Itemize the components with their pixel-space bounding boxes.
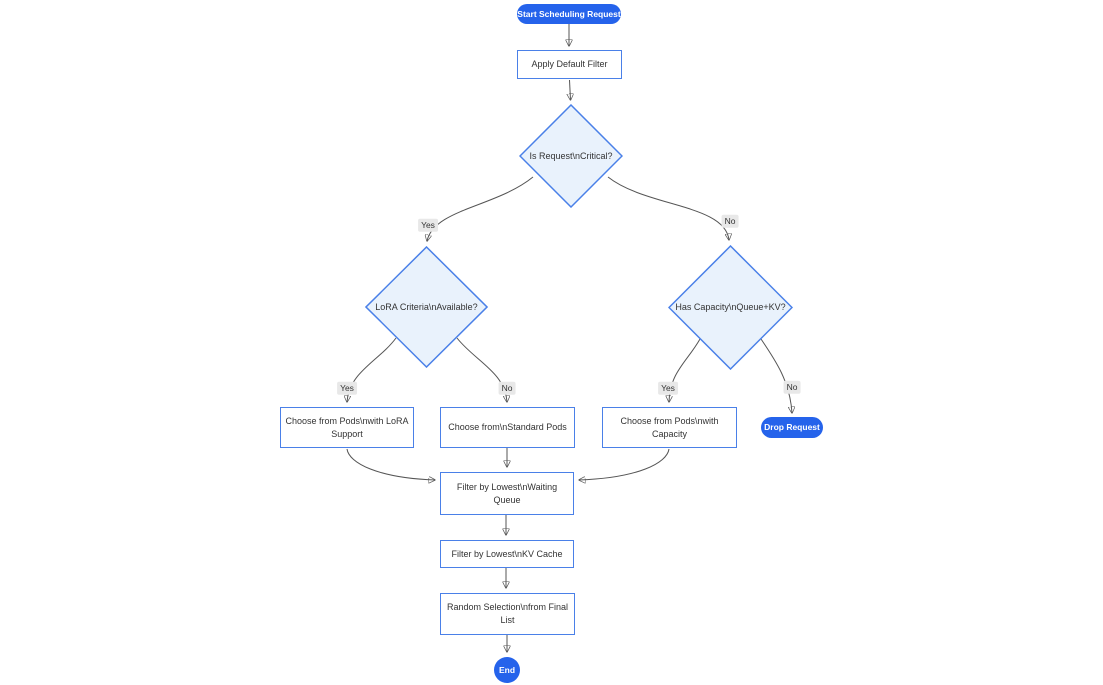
node-choose-pods-lora-support: Choose from Pods\nwith LoRA Support (280, 407, 414, 448)
edge-lora-to-filter (346, 448, 435, 480)
node-choose-pods-capacity: Choose from Pods\nwith Capacity (602, 407, 737, 448)
decision-is-request-critical-label: Is Request\nCritical? (529, 150, 613, 161)
edge-capacity-no (760, 338, 792, 413)
node-start: Start Scheduling Request (517, 4, 621, 24)
node-end: End (494, 657, 520, 683)
decision-is-request-critical: Is Request\nCritical? (519, 104, 623, 208)
node-end-label: End (498, 664, 516, 675)
node-choose-standard-pods-label: Choose from\nStandard Pods (448, 422, 567, 432)
node-choose-pods-capacity-label: Choose from Pods\nwith Capacity (620, 415, 719, 439)
diamond-shape (668, 245, 793, 370)
edge-label-lora-no: No (498, 381, 516, 395)
diamond-shape (519, 104, 623, 208)
edge-label-capacity-yes: Yes (658, 381, 678, 395)
node-filter-lowest-waiting-queue: Filter by Lowest\nWaiting Queue (440, 472, 574, 515)
edge-label-capacity-no: No (783, 380, 801, 394)
decision-has-capacity-queue-kv: Has Capacity\nQueue+KV? (668, 245, 793, 370)
decision-has-capacity-queue-kv-label: Has Capacity\nQueue+KV? (675, 302, 786, 312)
edge-apply-to-critical (570, 79, 571, 100)
node-filter-lowest-kv-cache: Filter by Lowest\nKV Cache (440, 540, 574, 568)
node-filter-lowest-kv-cache-label: Filter by Lowest\nKV Cache (451, 548, 563, 559)
edge-capacity-to-filter (579, 448, 670, 480)
edge-critical-no (607, 176, 729, 240)
edge-critical-yes (427, 176, 534, 241)
edge-label-lora-yes: Yes (337, 381, 357, 395)
node-random-selection-final-list: Random Selection\nfrom Final List (440, 593, 575, 635)
node-start-label: Start Scheduling Request (517, 8, 621, 19)
node-filter-lowest-waiting-queue-label: Filter by Lowest\nWaiting Queue (456, 481, 558, 505)
decision-lora-criteria-available-label: LoRA Criteria\nAvailable? (375, 301, 478, 312)
edge-label-critical-no: No (721, 214, 739, 228)
node-apply-default-filter-label: Apply Default Filter (531, 59, 608, 69)
node-choose-pods-lora-support-label: Choose from Pods\nwith LoRA Support (285, 415, 409, 439)
node-apply-default-filter: Apply Default Filter (517, 50, 622, 79)
node-choose-standard-pods: Choose from\nStandard Pods (440, 407, 575, 448)
decision-lora-criteria-available: LoRA Criteria\nAvailable? (365, 246, 488, 368)
edge-label-critical-yes: Yes (418, 218, 438, 232)
node-drop-request-label: Drop Request (764, 422, 820, 432)
diamond-shape (365, 246, 488, 368)
node-random-selection-final-list-label: Random Selection\nfrom Final List (446, 602, 569, 625)
node-drop-request: Drop Request (761, 417, 823, 438)
